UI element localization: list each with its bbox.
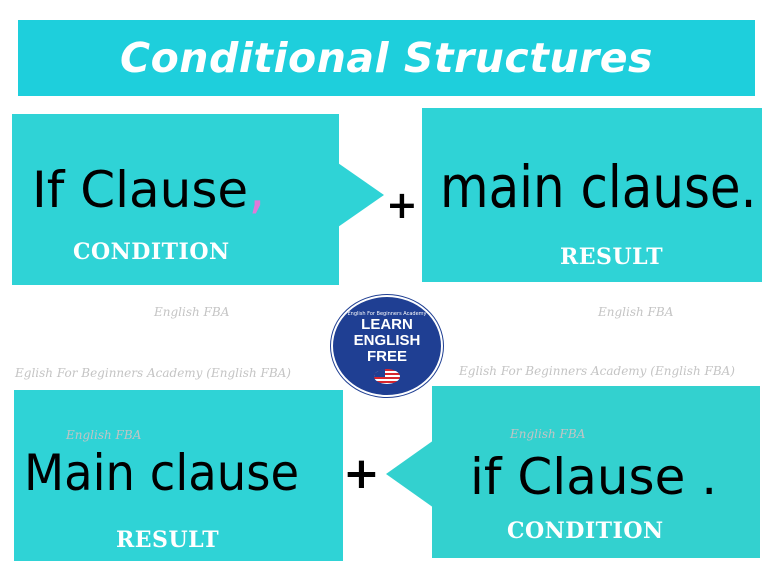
main-clause-text: main clause. [440,153,757,221]
if-clause-text-bottom: if Clause . [470,448,718,506]
logo-line-english: ENGLISH [353,332,421,349]
watermark-academy-2: Eglish For Beginners Academy (English FB… [459,364,735,378]
result-label-top: RESULT [560,244,664,270]
learn-english-free-logo: English For Beginners Academy LEARN ENGL… [331,295,443,397]
if-clause-text: If Clause, [32,162,265,216]
plus-sign-top: + [386,183,418,227]
watermark-fba-4: English FBA [510,427,586,441]
watermark-academy-1: Eglish For Beginners Academy (English FB… [15,366,291,380]
plus-sign-bottom: + [343,448,380,499]
watermark-fba-3: English FBA [66,428,142,442]
main-clause-text-bottom: Main clause [24,444,300,502]
if-clause-box-bottom [432,386,760,558]
main-clause-box-bottom [14,390,343,561]
arrow-right-shape [338,163,384,227]
comma-mark: , [248,157,266,220]
watermark-fba-1: English FBA [154,305,230,319]
condition-label-bottom: CONDITION [507,518,664,544]
arrow-left-shape [386,440,434,508]
logo-small-text: English For Beginners Academy [347,311,427,317]
page-title: Conditional Structures [120,34,653,82]
if-clause-box [12,114,339,285]
if-clause-label: If Clause [32,161,249,219]
main-clause-box [422,108,762,282]
watermark-fba-2: English FBA [598,305,674,319]
flag-icon [374,369,400,384]
result-label-bottom: RESULT [116,527,220,553]
condition-label-top: CONDITION [73,239,230,265]
logo-line-learn: LEARN [361,316,413,333]
title-banner: Conditional Structures [18,20,755,96]
logo-line-free: FREE [366,348,407,365]
